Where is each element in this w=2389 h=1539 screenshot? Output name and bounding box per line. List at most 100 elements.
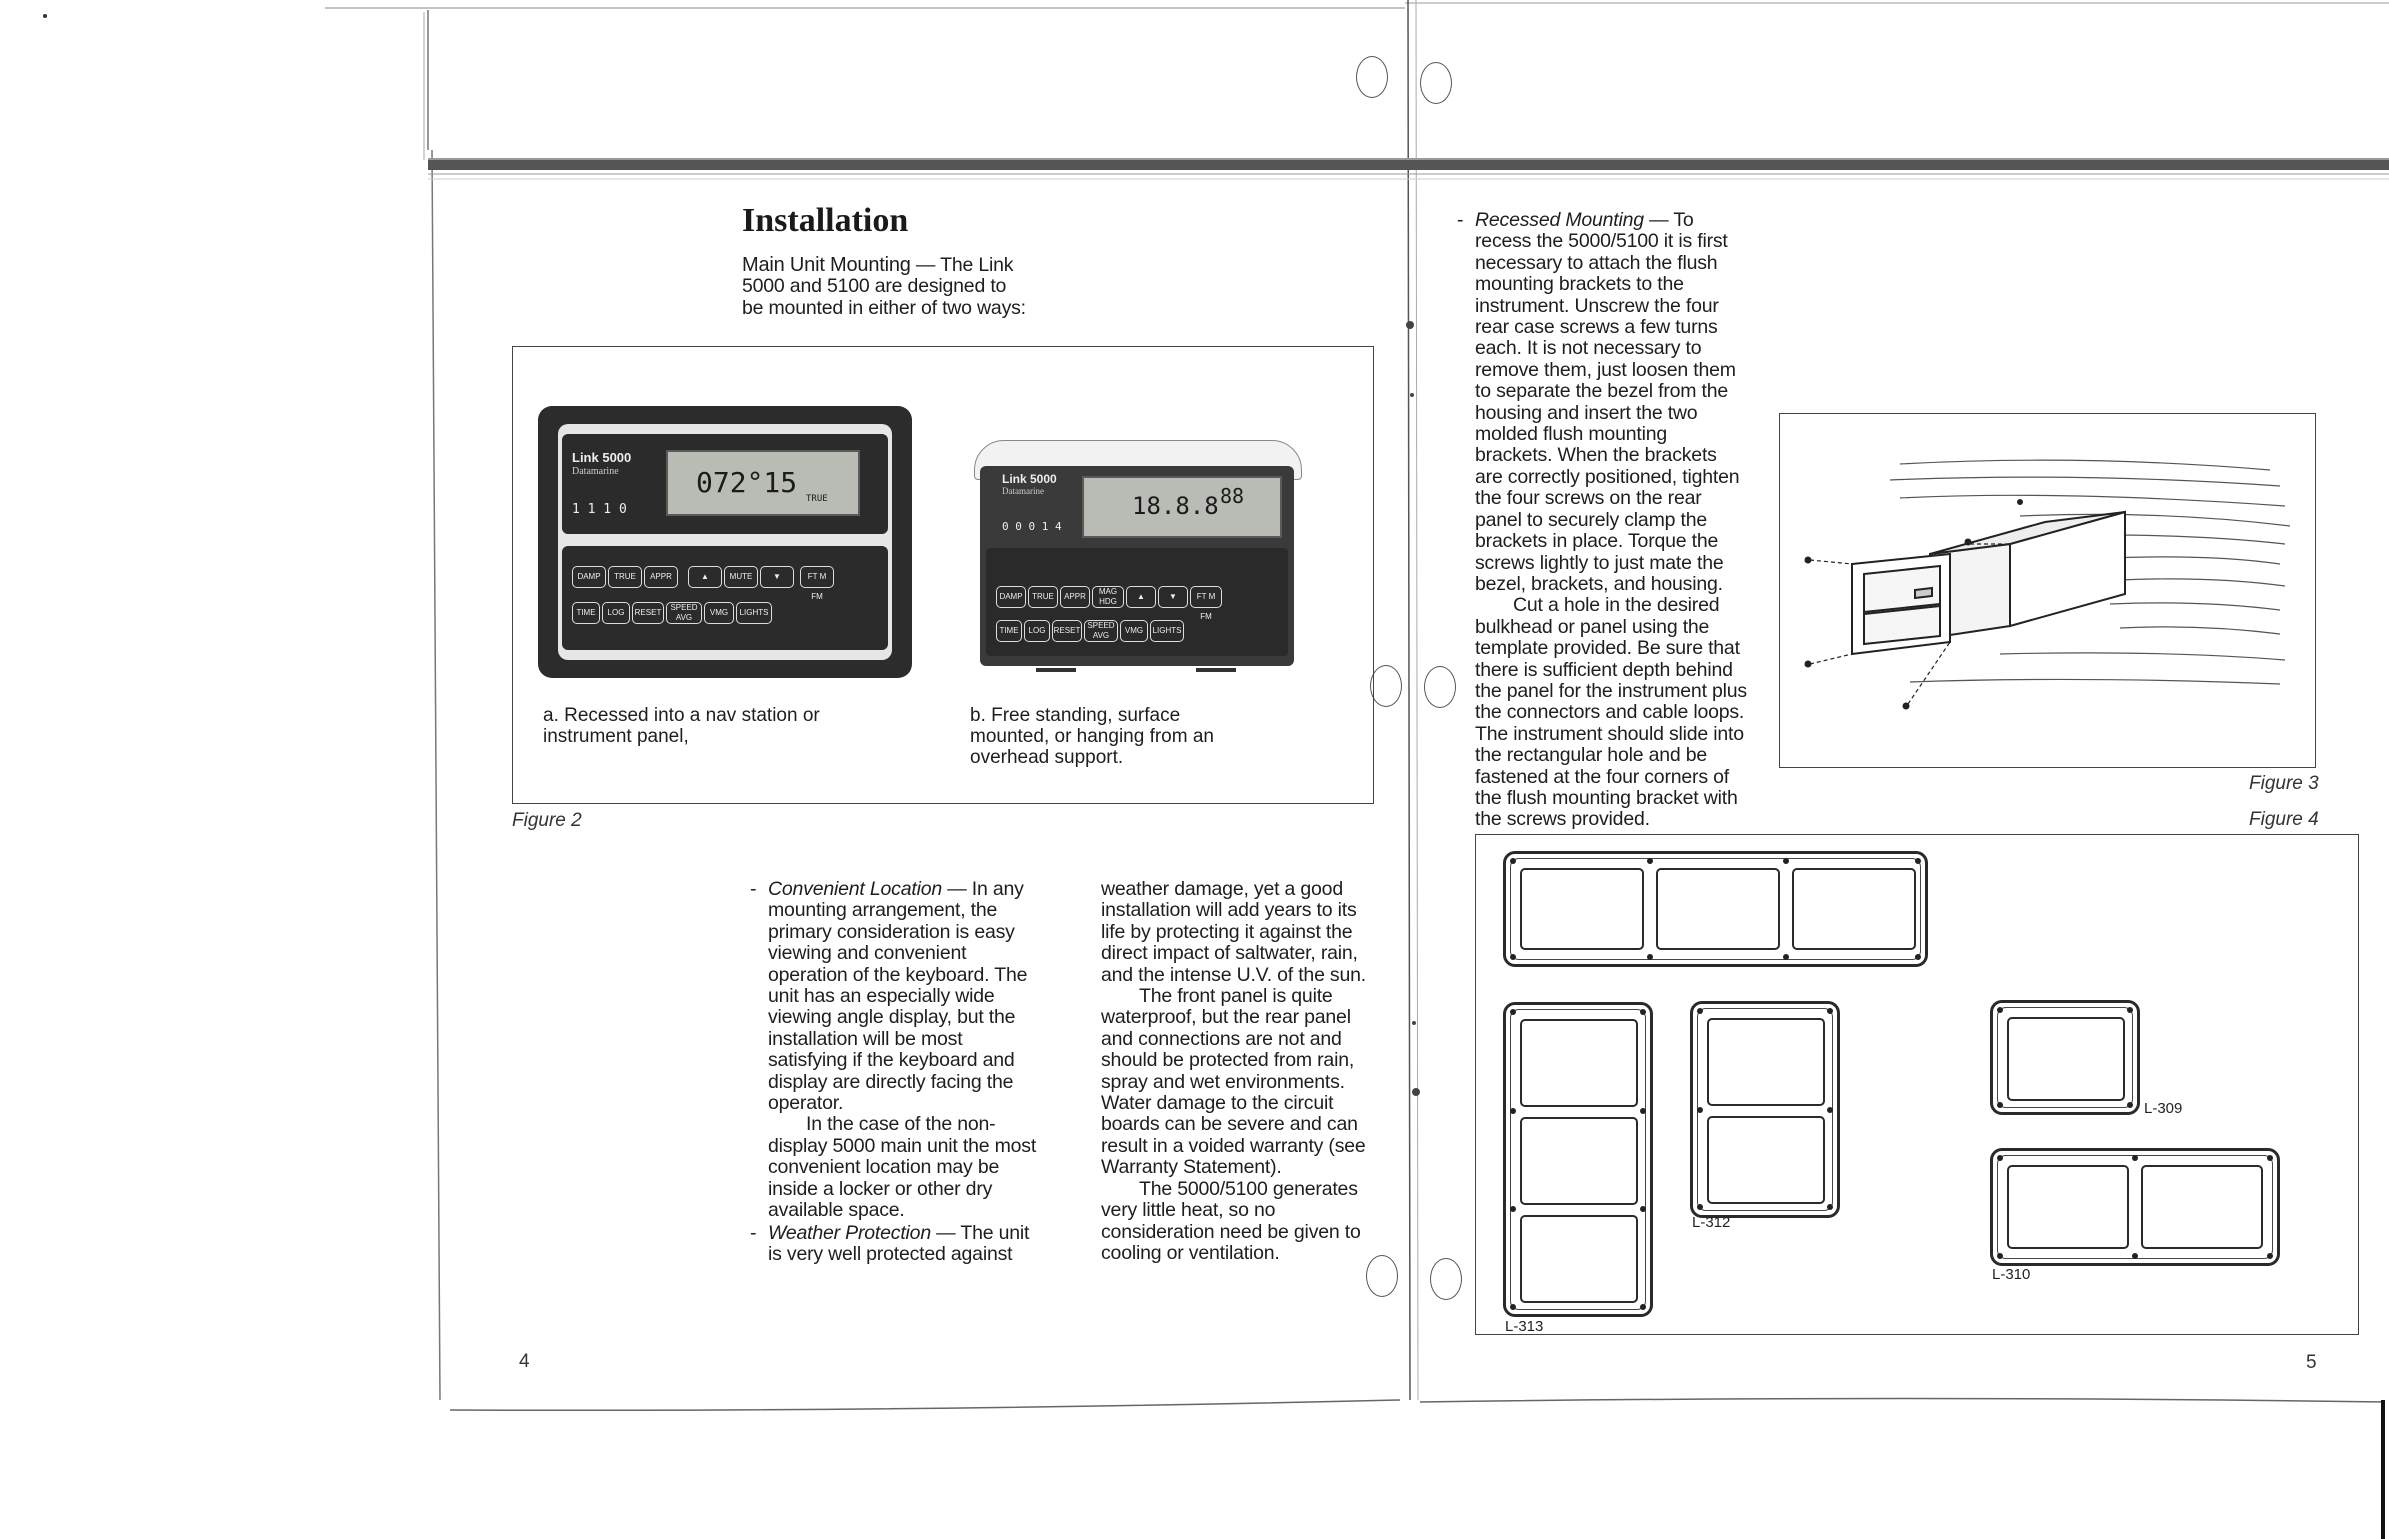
unit-b-lcd-value: 18.8.8 (1132, 492, 1219, 520)
unit-b-button: MAG HDG (1092, 586, 1124, 608)
recessed-mounting-heading: Recessed Mounting (1475, 209, 1644, 231)
template-screw (1997, 1102, 2003, 1108)
recessed-mounting-text: — To recess the 5000/5100 it is first ne… (1475, 209, 1740, 595)
convenient-location-text: — In any mounting arrangement, the prima… (768, 878, 1028, 1115)
template-screw (1697, 1008, 1703, 1014)
template-screw (2132, 1253, 2138, 1259)
page-title: Installation (742, 202, 909, 239)
template-triple (1503, 851, 1928, 967)
figure-2-frame (512, 346, 1374, 804)
template-screw (1647, 858, 1653, 864)
template-screw (1510, 858, 1516, 864)
weather-protection-text: — The unit is very well protected agains… (768, 1221, 1030, 1265)
template-screw (1697, 1204, 1703, 1210)
template-triple-inner (1510, 858, 1921, 960)
figure-4-frame (1475, 834, 2359, 1335)
unit-a-counter: 1 1 1 0 (572, 502, 627, 517)
unit-a-button: FT M FM (800, 566, 834, 601)
template-screw (1510, 954, 1516, 960)
template-l313-inner (1510, 1009, 1646, 1310)
template-screw (1783, 954, 1789, 960)
template-window (1520, 1117, 1638, 1205)
unit-a-button: TRUE (608, 566, 642, 588)
template-l309 (1990, 1000, 2140, 1115)
template-l309-label: L-309 (2144, 1100, 2183, 1117)
unit-b-button: FT M FM (1190, 586, 1222, 621)
unit-a-button: VMG (704, 602, 734, 624)
template-window (1520, 868, 1644, 950)
weather-protection-heading: Weather Protection (768, 1221, 931, 1244)
page-number-right: 5 (2306, 1352, 2317, 1373)
unit-b-counter: 0 0 0 1 4 (1002, 520, 1062, 533)
unit-b-maker: Datamarine (1002, 486, 1044, 496)
unit-a-maker: Datamarine (572, 466, 619, 477)
template-screw (1640, 1009, 1646, 1015)
template-window (1520, 1019, 1638, 1107)
recessed-mounting-paragraph: -Recessed Mounting — To recess the 5000/… (1457, 209, 1740, 595)
unit-a-keypad (562, 546, 888, 650)
template-l312 (1690, 1001, 1840, 1218)
binder-hole (1356, 56, 1388, 98)
unit-b-foot (1036, 668, 1076, 672)
left-column-2: weather damage, yet a good installation … (1101, 878, 1381, 1264)
template-screw (2127, 1102, 2133, 1108)
template-screw (1915, 858, 1921, 864)
template-screw (1915, 954, 1921, 960)
template-l312-label: L-312 (1692, 1214, 1731, 1231)
unit-b-button: ▼ (1158, 586, 1188, 608)
figure-3-label: Figure 3 (2249, 773, 2319, 794)
template-screw (1510, 1206, 1516, 1212)
unit-a-button: APPR (644, 566, 678, 588)
template-l313-label: L-313 (1505, 1318, 1544, 1335)
template-screw (2267, 1155, 2273, 1161)
unit-b-button: LIGHTS (1150, 620, 1184, 642)
unit-a-button: MUTE (724, 566, 758, 588)
figure-3-frame (1779, 413, 2316, 768)
unit-b-brand: Link 5000 (1002, 472, 1057, 486)
unit-b-button: LOG (1024, 620, 1050, 642)
template-screw (1640, 1206, 1646, 1212)
template-screw (1997, 1253, 2003, 1259)
figure-2-caption-a: a. Recessed into a nav station or instru… (543, 705, 820, 747)
convenient-location-heading: Convenient Location (768, 878, 942, 900)
unit-a-button: LIGHTS (736, 602, 772, 624)
weather-protection-paragraph: -Weather Protection — The unit is very w… (750, 1221, 1030, 1265)
unit-a-button: RESET (632, 602, 664, 624)
figure-3-drawing (1804, 459, 2291, 710)
unit-a-button: DAMP (572, 566, 606, 588)
unit-a-button: ▲ (688, 566, 722, 588)
weather-damage-paragraph: weather damage, yet a good installation … (1101, 878, 1366, 986)
template-window (1707, 1116, 1825, 1204)
figure-4-label: Figure 4 (2249, 809, 2319, 830)
template-screw (1997, 1155, 2003, 1161)
template-screw (1640, 1108, 1646, 1114)
template-screw (1827, 1107, 1833, 1113)
unit-b-illustration: Link 5000 Datamarine 0 0 0 1 4 18.8.8 88… (966, 440, 1308, 680)
figure-2-caption-b: b. Free standing, surface mounted, or ha… (970, 705, 1214, 768)
unit-b-button: RESET (1052, 620, 1082, 642)
binder-hole (1424, 666, 1456, 708)
template-window (2007, 1017, 2125, 1101)
unit-a-illustration: Link 5000 Datamarine 1 1 1 0 072°15 TRUE… (538, 406, 912, 678)
unit-b-foot (1196, 668, 1236, 672)
template-l310 (1990, 1148, 2280, 1266)
unit-a-lcd-mode: TRUE (806, 494, 828, 504)
unit-b-keypad (986, 548, 1288, 656)
unit-a-button: TIME (572, 602, 600, 624)
template-screw (1510, 1009, 1516, 1015)
figure-2-label: Figure 2 (512, 810, 582, 831)
page-number-left: 4 (519, 1351, 530, 1372)
template-window (1520, 1215, 1638, 1303)
template-screw (1827, 1204, 1833, 1210)
template-screw (2127, 1007, 2133, 1013)
template-screw (1697, 1107, 1703, 1113)
template-l310-label: L-310 (1992, 1266, 2031, 1283)
unit-b-button: TRUE (1028, 586, 1058, 608)
cut-hole-paragraph: Cut a hole in the desired bulkhead or pa… (1475, 594, 1747, 831)
front-panel-paragraph: The front panel is quite waterproof, but… (1101, 985, 1366, 1179)
right-column-text: -Recessed Mounting — To recess the 5000/… (1457, 209, 1747, 831)
unit-b-button: VMG (1120, 620, 1148, 642)
unit-b-button: DAMP (996, 586, 1026, 608)
template-screw (1997, 1007, 2003, 1013)
